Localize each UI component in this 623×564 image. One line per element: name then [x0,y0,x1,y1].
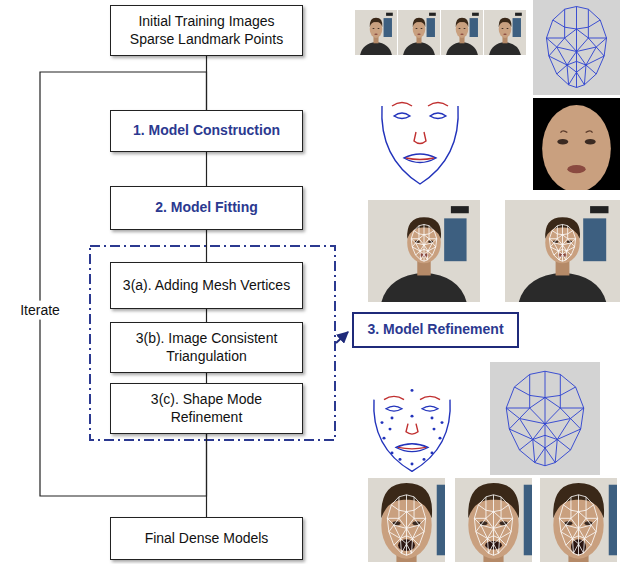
training-photo [441,10,483,55]
box-label: 3(b). Image Consistent Triangulation [121,330,292,365]
connector [206,309,207,322]
fitted-photo [505,200,620,302]
training-photo [398,10,440,55]
training-photo [484,10,526,55]
landmark-sketch [382,103,458,185]
sparse-mesh [546,7,606,88]
box-label: 3. Model Refinement [367,321,503,339]
connector [206,230,207,262]
leader-arrow [336,332,348,343]
refinement-region [90,246,335,440]
box-label: 2. Model Fitting [155,199,258,217]
process-box: Final Dense Models [110,517,303,560]
box-label: 3(a). Adding Mesh Vertices [123,277,290,295]
mesh-panel [490,362,600,475]
process-box: 3(b). Image Consistent Triangulation [110,322,303,373]
dense-mesh [506,371,584,466]
edge-label: Iterate [17,301,63,320]
process-box: 3. Model Refinement [352,312,519,348]
final-face [495,454,623,564]
training-photo [355,10,397,55]
connector [206,152,207,186]
process-box: 2. Model Fitting [110,186,303,230]
box-label: Initial Training Images Sparse Landmark … [121,13,292,48]
process-box: 1. Model Construction [110,110,303,152]
box-label: 1. Model Construction [133,122,280,140]
process-box: 3(a). Adding Mesh Vertices [110,262,303,309]
vertex-sketch [374,389,450,471]
appearance-face [542,105,611,192]
connector [206,373,207,383]
mesh-panel [533,0,620,95]
box-label: Final Dense Models [145,530,269,548]
process-box: Initial Training Images Sparse Landmark … [110,5,303,56]
box-label: 3(c). Shape Mode Refinement [121,391,292,426]
process-box: 3(c). Shape Mode Refinement [110,383,303,434]
fitted-photo [368,200,480,302]
